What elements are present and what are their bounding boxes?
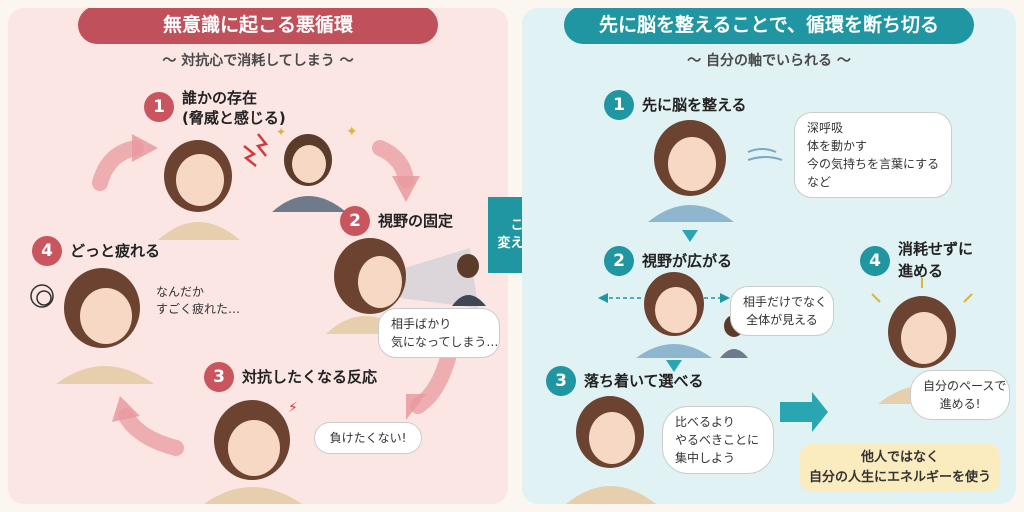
- right-step4-illustration: [871, 278, 973, 404]
- right-step2-illustration: [598, 272, 748, 372]
- left-step3-bubble: 負けたくない!: [314, 422, 422, 454]
- svg-text:✦: ✦: [346, 124, 358, 140]
- left-step1-illustration: ✦ ✦: [158, 124, 358, 240]
- left-subtitle: 〜 対抗心で消耗してしまう 〜: [162, 53, 354, 69]
- cycle-arrows: [92, 134, 456, 456]
- right-step4-label: 消耗せずに 進める: [898, 240, 974, 280]
- left-step2-label: 視野の固定: [378, 212, 454, 230]
- right-step2-bubble: 相手だけでなく 全体が見える: [730, 286, 834, 336]
- right-step1-illustration: [648, 120, 783, 242]
- right-step2-label: 視野が広がる: [642, 252, 733, 270]
- breath-icon: [747, 148, 783, 161]
- right-step3-bubble: 比べるより やるべきことに 集中しよう: [662, 406, 774, 474]
- left-step1-label: 誰かの存在 (脅威と感じる): [182, 89, 286, 127]
- footer-message: 他人ではなく 自分の人生にエネルギーを使う: [800, 444, 1000, 492]
- right-title: 先に脳を整えることで、循環を断ち切る: [564, 8, 974, 44]
- left-step3-label: 対抗したくなる反応: [242, 368, 378, 386]
- svg-text:✦: ✦: [276, 125, 286, 139]
- svg-text:⚡: ⚡: [288, 400, 298, 416]
- left-step4-number: 4: [32, 236, 62, 266]
- left-step2-bubble: 相手ばかり 気になってしまう…: [378, 308, 500, 358]
- vicious-cycle-panel: 無意識に起こる悪循環 〜 対抗心で消耗してしまう 〜 1 誰かの存在 (脅威と感…: [8, 8, 508, 504]
- scribble-icon: [30, 284, 54, 308]
- right-step1-label: 先に脳を整える: [642, 96, 747, 114]
- left-step4-illustration: [30, 268, 154, 384]
- sparkle-icon: [871, 278, 973, 303]
- right-step1-number: 1: [604, 90, 634, 120]
- jolt-icon: [243, 133, 269, 167]
- right-step4-bubble: 自分のペースで 進める!: [910, 370, 1010, 420]
- right-step3-illustration: [566, 392, 828, 504]
- right-step2-number: 2: [604, 246, 634, 276]
- left-step3-illustration: ⚡: [204, 400, 302, 504]
- right-subtitle: 〜 自分の軸でいられる 〜: [687, 53, 851, 69]
- right-step4-number: 4: [860, 246, 890, 276]
- left-step4-label: どっと疲れる: [70, 242, 161, 260]
- left-step4-thought: なんだか すごく疲れた…: [156, 285, 241, 316]
- right-step1-bubble: 深呼吸 体を動かす 今の気持ちを言葉にする など: [794, 112, 952, 198]
- left-step3-number: 3: [204, 362, 234, 392]
- left-step2-number: 2: [340, 206, 370, 236]
- left-title: 無意識に起こる悪循環: [78, 8, 438, 44]
- left-step1-number: 1: [144, 92, 174, 122]
- right-step3-label: 落ち着いて選べる: [584, 372, 704, 390]
- break-cycle-panel: 先に脳を整えることで、循環を断ち切る 〜 自分の軸でいられる 〜 1 先に脳を整…: [522, 8, 1016, 504]
- anger-icon: ⚡: [288, 400, 298, 416]
- right-step3-number: 3: [546, 366, 576, 396]
